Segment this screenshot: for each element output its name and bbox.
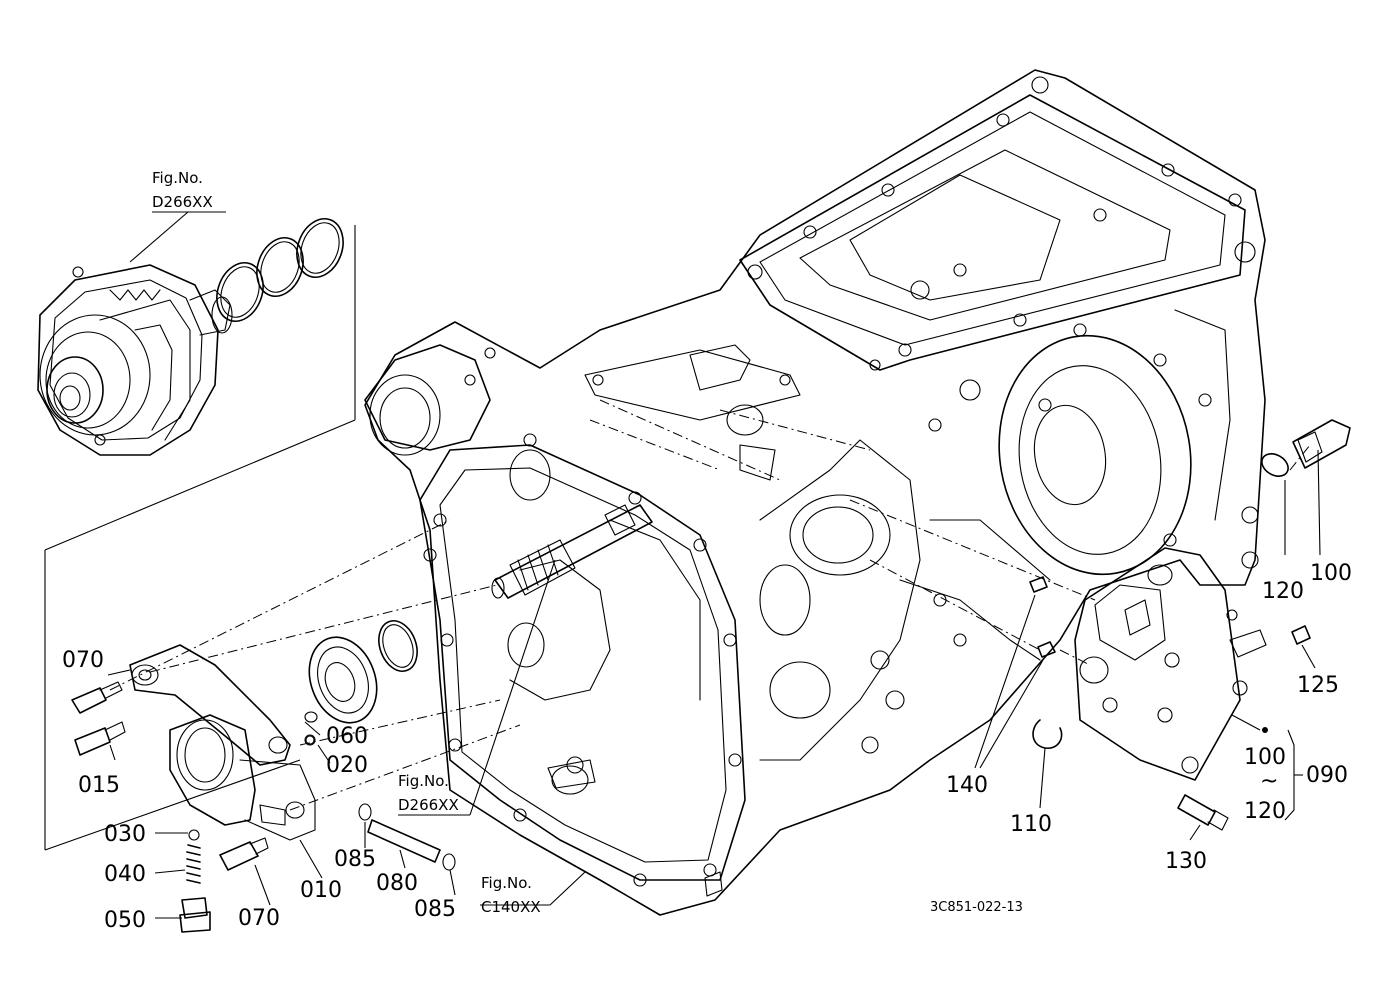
alignment-lines — [44, 225, 1311, 851]
callout-100: 100 — [1310, 561, 1352, 586]
fig-ref-c140: Fig.No. C140XX — [481, 874, 541, 916]
fig-ref-line2: D266XX — [152, 193, 213, 211]
transmission-housing — [364, 69, 1266, 916]
callout-100-range-start: 100 — [1244, 745, 1286, 770]
callout-120: 120 — [1262, 579, 1304, 604]
callout-040: 040 — [104, 862, 146, 887]
part-callouts: 070 015 060 020 030 040 050 070 010 085 … — [62, 561, 1352, 933]
fig-ref-line1: Fig.No. — [481, 874, 532, 892]
callout-120-range-end: 120 — [1244, 799, 1286, 824]
callout-085-bottom: 085 — [414, 897, 456, 922]
callout-140: 140 — [946, 773, 988, 798]
callout-030: 030 — [104, 822, 146, 847]
callout-110: 110 — [1010, 812, 1052, 837]
callout-085: 085 — [334, 847, 376, 872]
callout-090: 090 — [1306, 763, 1348, 788]
callout-060: 060 — [326, 724, 368, 749]
reference-dot — [1262, 727, 1268, 733]
callout-070-bottom: 070 — [238, 906, 280, 931]
fig-ref-line1: Fig.No. — [152, 169, 203, 187]
callout-range-tilde: ~ — [1260, 769, 1278, 794]
callout-020: 020 — [326, 753, 368, 778]
clutch-assembly — [37, 218, 344, 456]
callout-010: 010 — [300, 878, 342, 903]
fig-ref-line2: D266XX — [398, 796, 459, 814]
callout-080: 080 — [376, 871, 418, 896]
small-parts — [71, 681, 456, 933]
callout-070: 070 — [62, 648, 104, 673]
callout-050: 050 — [104, 908, 146, 933]
pto-shaft — [491, 504, 653, 599]
drawing-code: 3C851-022-13 — [930, 900, 1023, 915]
fig-ref-d266-mid: Fig.No. D266XX — [398, 772, 459, 814]
fig-ref-d266-top: Fig.No. D266XX — [152, 169, 213, 211]
callout-015: 015 — [78, 773, 120, 798]
fig-ref-line2: C140XX — [481, 898, 541, 916]
bearing-assembly — [304, 620, 418, 746]
leader-lines — [107, 211, 1321, 919]
fig-ref-line1: Fig.No. — [398, 772, 449, 790]
callout-125: 125 — [1297, 673, 1339, 698]
callout-130: 130 — [1165, 849, 1207, 874]
